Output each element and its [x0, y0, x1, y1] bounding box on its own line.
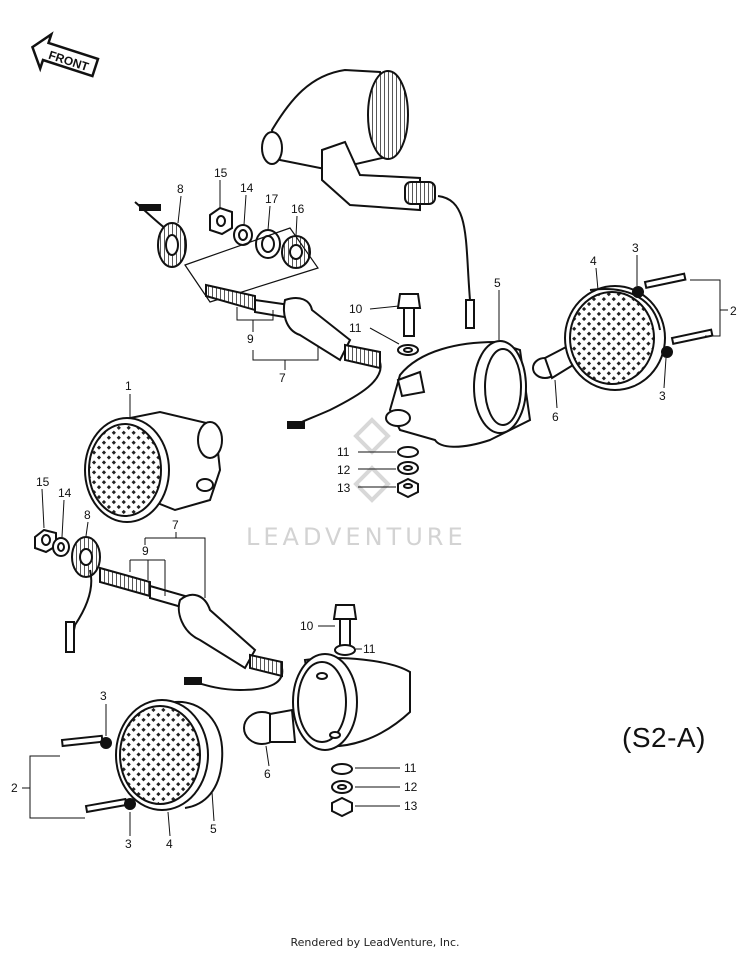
lower-bulb-part-6 [243, 708, 297, 745]
callout-16: 16 [291, 202, 305, 216]
lower-bolt-part-10 [332, 604, 358, 656]
callout-4: 4 [166, 837, 173, 851]
upper-housing-part-5 [385, 340, 532, 448]
callout-11b: 11 [404, 761, 417, 775]
upper-assembly-outline [184, 227, 319, 303]
lower-hardware-11-13 [331, 763, 353, 818]
callout-13: 13 [404, 799, 418, 813]
front-arrow-icon: FRONT [30, 31, 100, 78]
callout-9: 9 [247, 332, 254, 346]
upper-hardware-11-13 [397, 446, 419, 499]
lower-lens-part-4 [115, 699, 224, 811]
callout-7: 7 [279, 371, 286, 385]
callout-12: 12 [337, 463, 351, 477]
callout-3b: 3 [125, 837, 132, 851]
callout-1: 1 [125, 379, 132, 393]
leadventure-logo-icon [353, 417, 391, 503]
watermark-text: LEADVENTURE [246, 523, 467, 551]
callout-10: 10 [349, 302, 363, 316]
callout-14: 14 [58, 486, 72, 500]
lower-signal-part-1 [84, 410, 223, 523]
upper-callouts: 15 14 17 16 8 10 11 9 7 5 4 3 2 6 3 11 1… [177, 166, 737, 495]
lower-housing-part-5 [292, 653, 411, 751]
upper-bolt-part-10 [396, 293, 422, 356]
callout-3b: 3 [659, 389, 666, 403]
lower-stem-part-7 [99, 566, 284, 692]
upper-lens-part-4 [564, 285, 666, 391]
footer-credit: Rendered by LeadVenture, Inc. [290, 936, 460, 949]
callout-6: 6 [264, 767, 271, 781]
callout-5: 5 [210, 822, 217, 836]
callout-8: 8 [177, 182, 184, 196]
callout-7: 7 [172, 518, 179, 532]
upper-screws-part-2 [632, 272, 714, 358]
callout-14: 14 [240, 181, 254, 195]
callout-17: 17 [265, 192, 279, 206]
callout-2: 2 [730, 304, 737, 318]
callout-11b: 11 [337, 445, 350, 459]
callout-11: 11 [363, 642, 376, 656]
upper-grommet-part-8 [134, 201, 187, 268]
callout-3a: 3 [100, 689, 107, 703]
callout-11: 11 [349, 321, 362, 335]
lower-screws-part-2 [60, 734, 136, 814]
callout-15: 15 [214, 166, 228, 180]
callout-8: 8 [84, 508, 91, 522]
lower-hardware-8-15 [34, 528, 101, 653]
callout-6: 6 [552, 410, 559, 424]
callout-12: 12 [404, 780, 418, 794]
upper-hardware-15-17 [209, 206, 311, 269]
callout-5: 5 [494, 276, 501, 290]
callout-3a: 3 [632, 241, 639, 255]
callout-2: 2 [11, 781, 18, 795]
callout-9: 9 [142, 544, 149, 558]
callout-10: 10 [300, 619, 314, 633]
upper-stem-part-7 [205, 283, 382, 429]
upper-mounted-signal [261, 68, 475, 329]
diagram-code: (S2-A) [622, 722, 706, 753]
callout-13: 13 [337, 481, 351, 495]
callout-15: 15 [36, 475, 50, 489]
callout-4: 4 [590, 254, 597, 268]
lower-callouts: 1 15 14 8 7 9 10 11 3 2 6 11 12 13 3 [11, 379, 418, 851]
